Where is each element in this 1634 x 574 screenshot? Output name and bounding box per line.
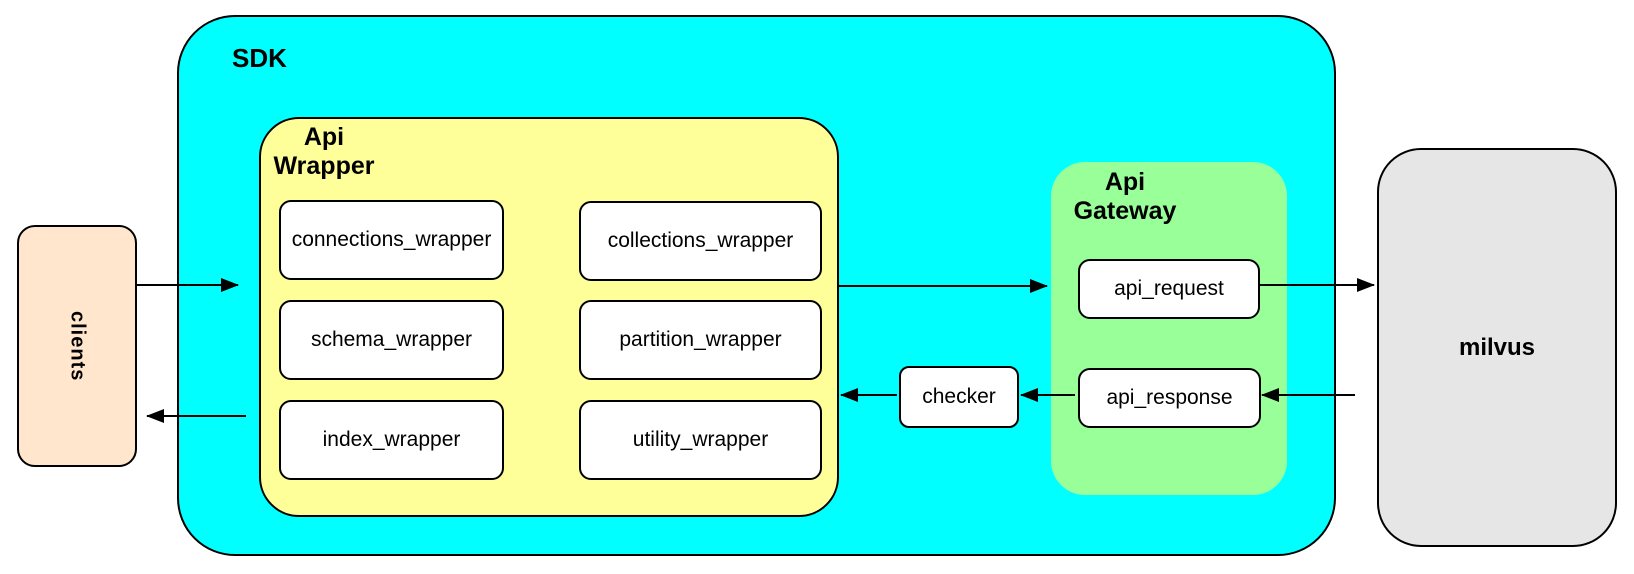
schema-wrapper-box: schema_wrapper	[279, 300, 504, 380]
api-wrapper-container: Api Wrapper connections_wrapper collecti…	[259, 117, 839, 517]
collections-wrapper-box: collections_wrapper	[579, 201, 822, 281]
checker-box: checker	[899, 366, 1019, 428]
connections-wrapper-box: connections_wrapper	[279, 200, 504, 280]
api-gateway-label: Api Gateway	[1073, 168, 1177, 225]
milvus-node: milvus	[1377, 148, 1617, 547]
sdk-container: SDK Api Wrapper connections_wrapper coll…	[177, 15, 1336, 556]
api-wrapper-label: Api Wrapper	[273, 123, 375, 180]
api-gateway-container: Api Gateway api_request api_response	[1051, 162, 1287, 495]
clients-node: clients	[17, 225, 137, 467]
sdk-label: SDK	[232, 43, 287, 73]
partition-wrapper-box: partition_wrapper	[579, 300, 822, 380]
api-response-box: api_response	[1078, 368, 1261, 428]
api-request-box: api_request	[1078, 259, 1260, 319]
utility-wrapper-box: utility_wrapper	[579, 400, 822, 480]
index-wrapper-box: index_wrapper	[279, 400, 504, 480]
clients-label: clients	[66, 310, 89, 382]
